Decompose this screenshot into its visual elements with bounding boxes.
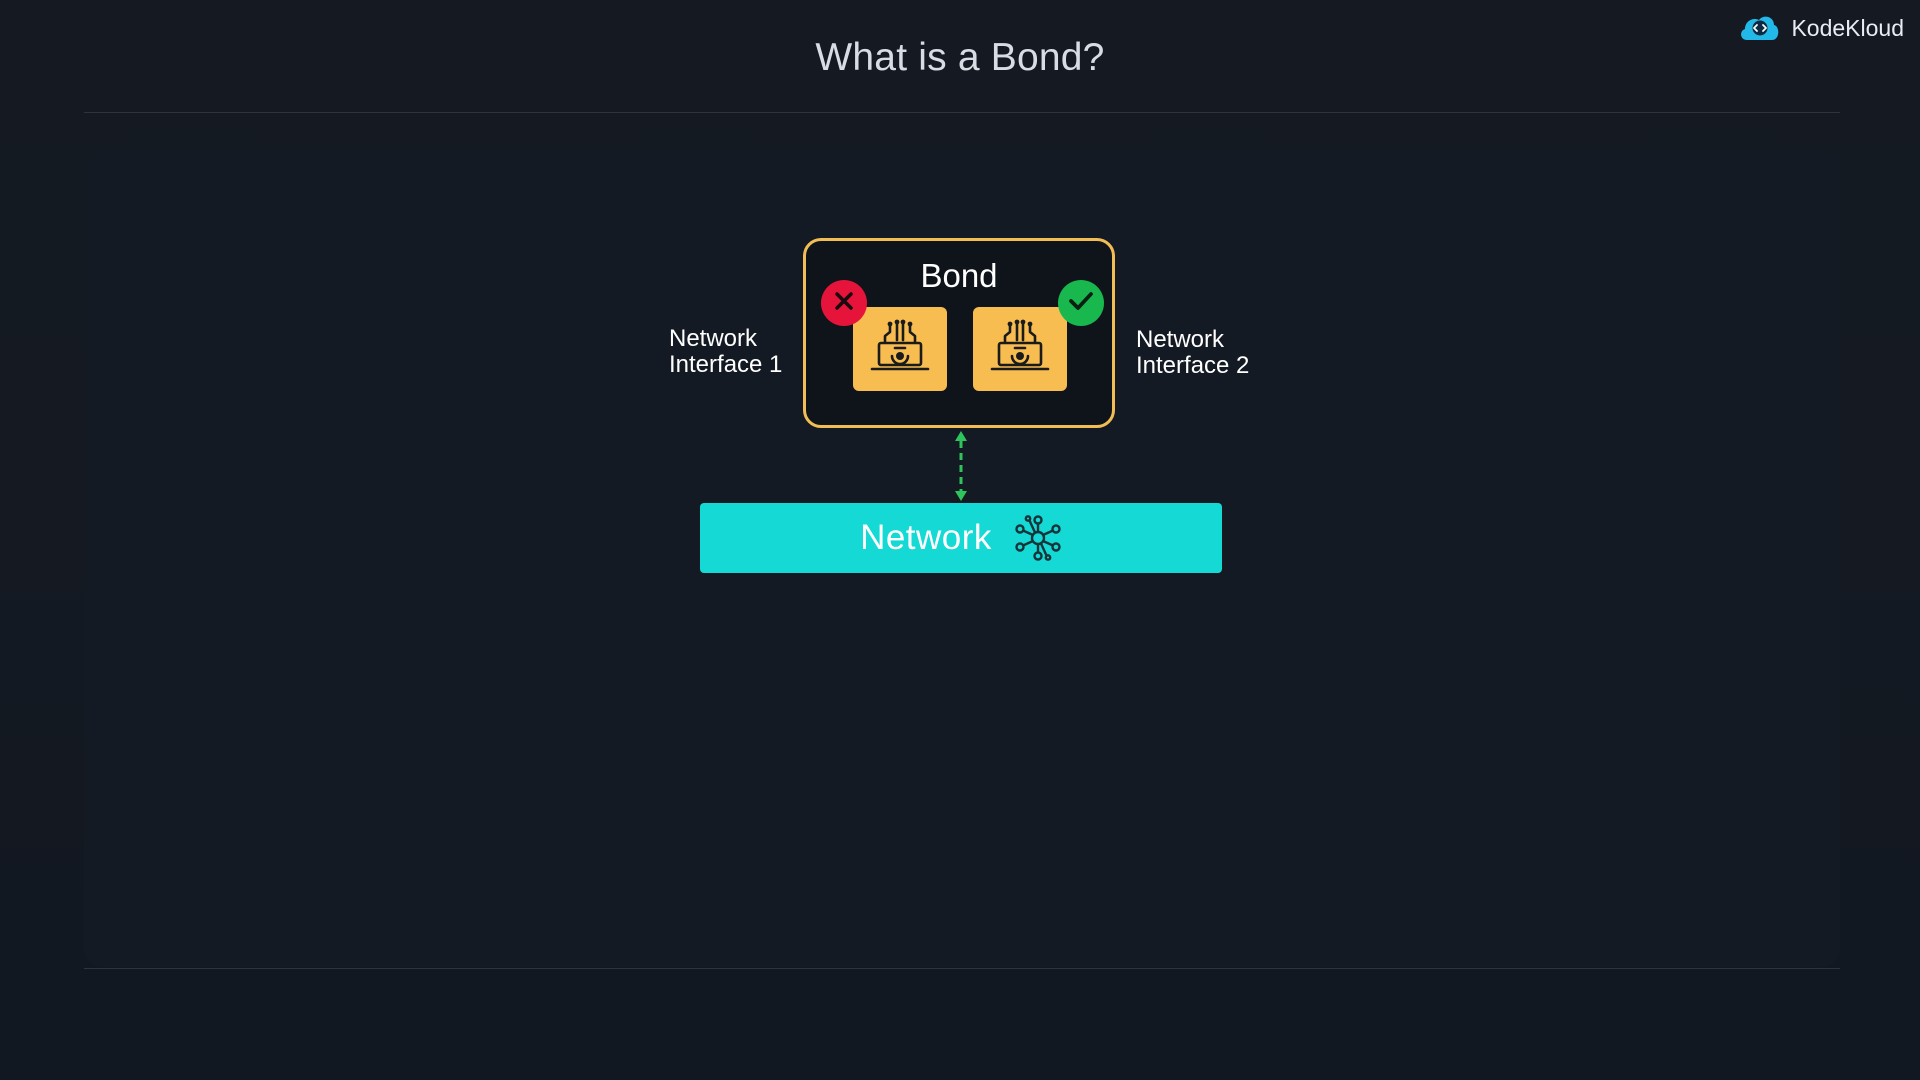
network-card-icon: [868, 318, 932, 381]
slide-title: What is a Bond?: [815, 36, 1105, 79]
network-bar: Network: [700, 503, 1222, 573]
network-hub-icon: [1014, 514, 1062, 562]
network-card-icon: [988, 318, 1052, 381]
network-label: Network: [860, 518, 992, 557]
interface-2-label: Network Interface 2: [1136, 326, 1250, 379]
bond-network-connector: [950, 428, 972, 504]
interface-2-active-badge: [1058, 280, 1104, 326]
network-interface-1: [853, 307, 947, 391]
interface-1-label: Network Interface 1: [669, 325, 783, 378]
x-mark-icon: [833, 290, 855, 317]
header-divider: [84, 112, 1840, 113]
kodekloud-cloud-icon: [1737, 12, 1781, 44]
arrow-down-icon: [955, 491, 967, 501]
arrow-up-icon: [955, 431, 967, 441]
interface-1-failed-badge: [821, 280, 867, 326]
check-mark-icon: [1068, 290, 1094, 317]
brand-name: KodeKloud: [1791, 14, 1904, 41]
bond-container: Bond: [803, 238, 1115, 428]
network-interface-2: [973, 307, 1067, 391]
footer-divider: [84, 968, 1840, 969]
brand-logo: KodeKloud: [1737, 12, 1904, 44]
bond-label: Bond: [920, 257, 998, 294]
